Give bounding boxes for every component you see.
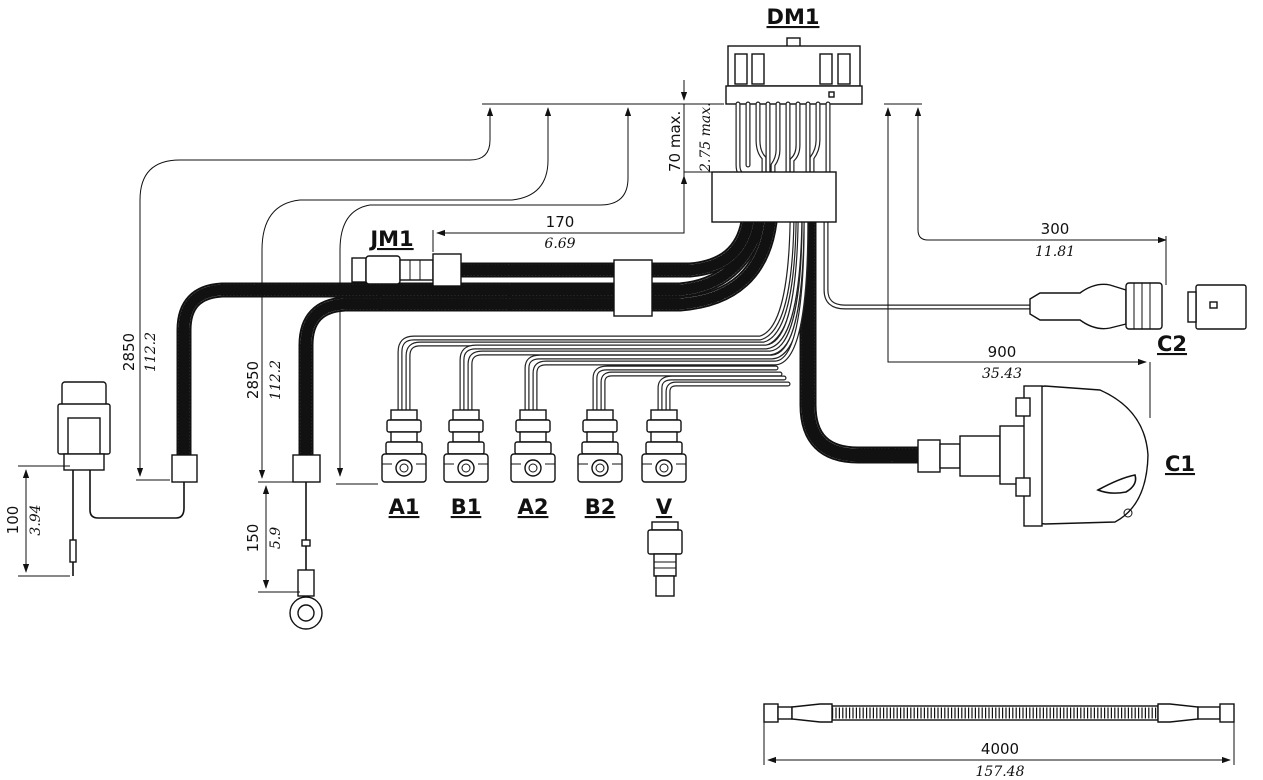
dim-sensor-tail-in: 3.94 <box>28 504 44 535</box>
plug-v <box>641 409 687 483</box>
dimension-text: 70 max. 2.75 max. 170 6.69 300 11.81 900… <box>4 102 1075 780</box>
dim-jm1-in: 6.69 <box>544 236 575 252</box>
dim-top-max-in: 2.75 max. <box>698 102 714 173</box>
dim-ring-branch-mm: 2850 <box>244 361 262 399</box>
dim-sensor-tail-mm: 100 <box>4 506 22 535</box>
dim-ring-tail-mm: 150 <box>244 524 262 553</box>
plug-a2 <box>510 409 556 483</box>
a2-label: A2 <box>518 495 549 519</box>
dm1-connector: DM1 <box>711 5 863 223</box>
plug-connectors <box>381 409 687 483</box>
jm1-label: JM1 <box>368 227 413 251</box>
a1-label: A1 <box>389 495 420 519</box>
b2-label: B2 <box>585 495 616 519</box>
v-mating-plug <box>647 521 683 597</box>
ring-terminal <box>289 454 323 630</box>
c1-socket: C1 <box>917 385 1195 527</box>
c2-connector: C2 <box>1029 282 1247 356</box>
dim-c2-in: 11.81 <box>1035 244 1075 260</box>
dim-top-max-mm: 70 max. <box>666 111 684 172</box>
dim-ring-tail-in: 5.9 <box>268 527 284 549</box>
dim-extension-in: 157.48 <box>976 764 1025 780</box>
temperature-sensor <box>57 381 198 576</box>
dim-left-branch-mm: 2850 <box>120 333 138 371</box>
plug-b2 <box>577 409 623 483</box>
dim-ring-branch-in: 112.2 <box>268 360 284 400</box>
v-label: V <box>656 495 673 519</box>
connector-wires <box>397 219 1033 413</box>
plug-a1 <box>381 409 427 483</box>
plug-b1 <box>443 409 489 483</box>
dim-c1-mm: 900 <box>988 343 1017 361</box>
plug-labels: A1 B1 A2 B2 V <box>389 495 673 519</box>
c2-label: C2 <box>1157 332 1187 356</box>
dim-c2-mm: 300 <box>1041 220 1070 238</box>
dm1-label: DM1 <box>767 5 820 29</box>
dim-left-branch-in: 112.2 <box>143 332 159 372</box>
b1-label: B1 <box>451 495 482 519</box>
dim-jm1-mm: 170 <box>546 213 575 231</box>
extension-cable <box>763 703 1235 723</box>
dim-c1-in: 35.43 <box>982 366 1022 382</box>
dimension-lines <box>18 80 1235 765</box>
dim-extension-mm: 4000 <box>981 740 1019 758</box>
c1-label: C1 <box>1165 452 1195 476</box>
